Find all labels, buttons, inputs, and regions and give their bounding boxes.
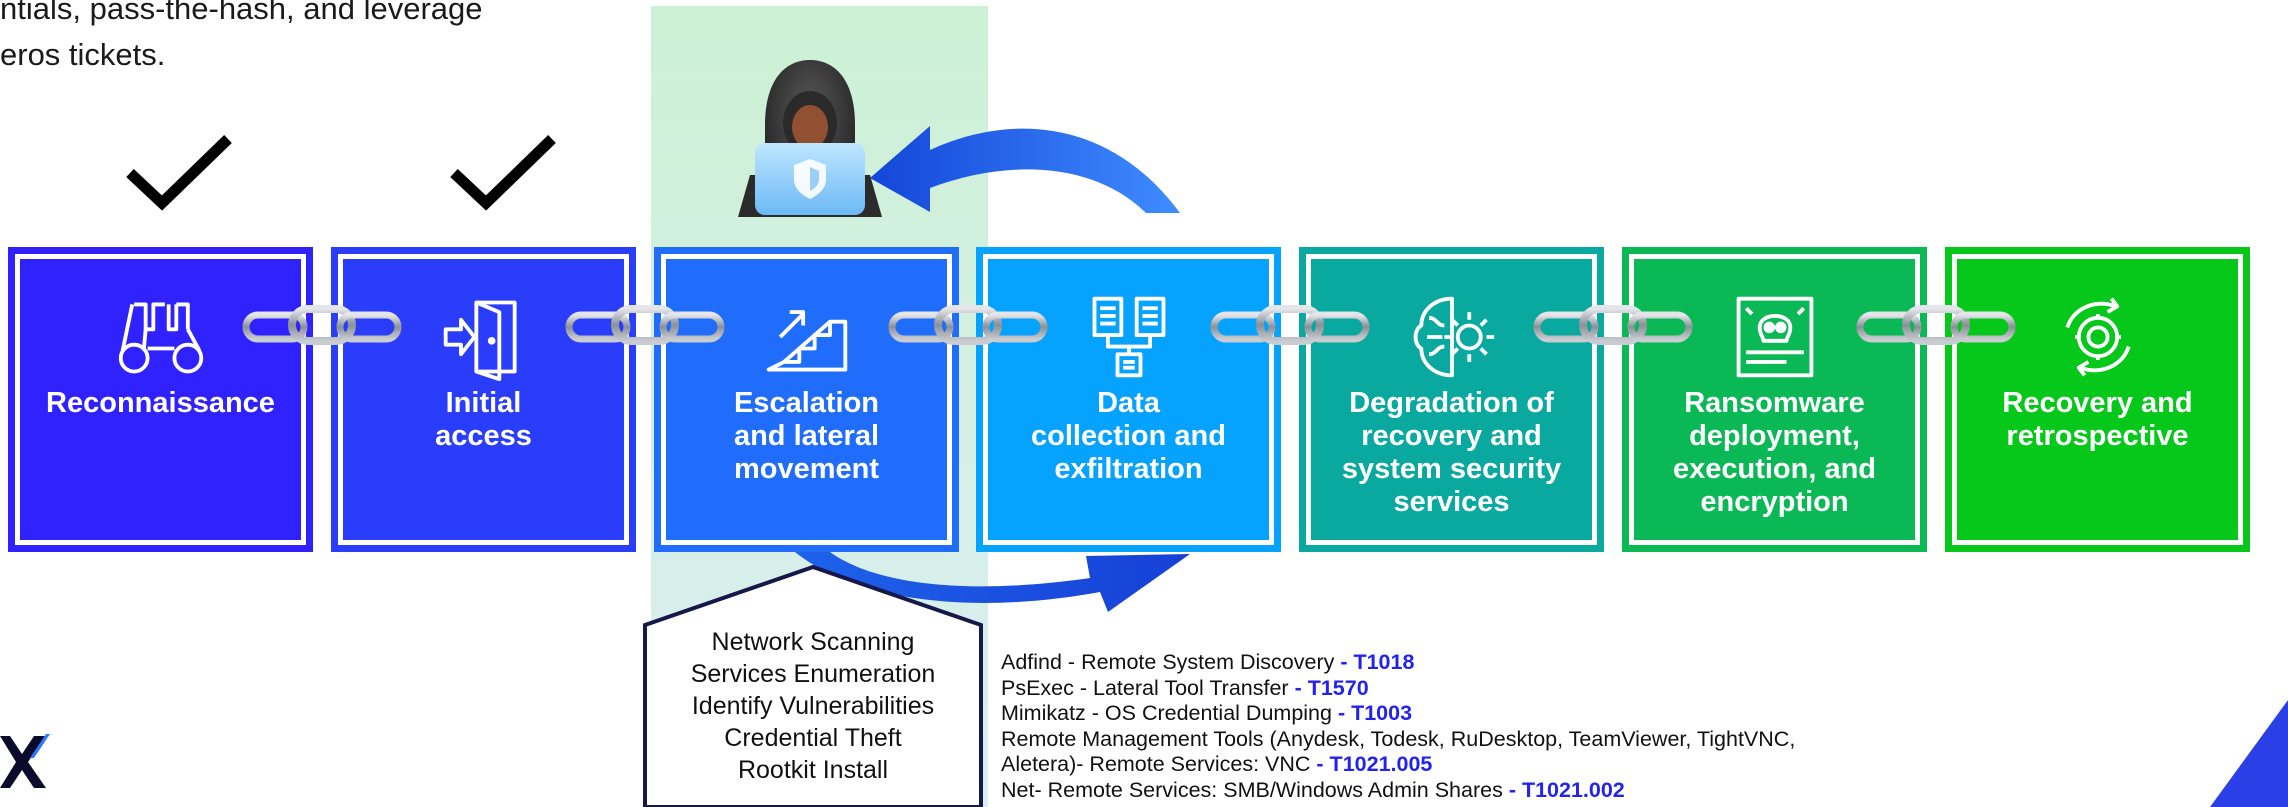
stage-label: Reconnaissance (46, 387, 275, 419)
stage-label: Initial access (435, 387, 532, 452)
intro-text: ntials, pass-the-hash, and leverage eros… (0, 0, 483, 72)
hacker-with-laptop-icon (738, 60, 882, 217)
stage-border: Escalation and lateral movement (661, 254, 952, 545)
tool-row: Adfind - Remote System Discovery - T1018 (1001, 650, 2001, 676)
skull-screen-icon (1736, 296, 1813, 378)
curved-arrow-bottom-icon (795, 552, 1190, 612)
tool-row: Aletera)- Remote Services: VNC - T1021.0… (1001, 752, 2001, 778)
activity-item: Services Enumeration (690, 660, 936, 688)
chain-link-icon (1856, 305, 2016, 345)
corner-decoration (2210, 700, 2288, 807)
stage-box: Ransomware deployment, execution, and en… (1622, 247, 1927, 552)
tool-row: Mimikatz - OS Credential Dumping - T1003 (1001, 701, 2001, 727)
tool-text: PsExec - Lateral Tool Transfer (1001, 675, 1289, 700)
tool-text: Mimikatz - OS Credential Dumping (1001, 701, 1332, 725)
tool-text: Aletera)- Remote Services: VNC (1001, 752, 1311, 776)
technique-code: - T1018 (1334, 650, 1415, 674)
tools-techniques-list: Adfind - Remote System Discovery - T1018… (1001, 650, 2001, 803)
gear-cycle-icon (2064, 297, 2131, 377)
stage-border: Data collection and exfiltration (983, 254, 1274, 545)
stage-label: Degradation of recovery and system secur… (1341, 387, 1562, 518)
curved-arrow-top-icon (870, 126, 1180, 213)
check-icon (450, 135, 556, 211)
stage-label: Ransomware deployment, execution, and en… (1672, 387, 1877, 518)
stairs-up-icon (766, 310, 847, 372)
technique-code: - T1570 (1288, 675, 1369, 700)
chain-link-icon (888, 305, 1047, 345)
stage-label: Recovery and retrospective (2002, 387, 2193, 452)
stage-label: Data collection and exfiltration (1031, 387, 1226, 485)
stage-box: Degradation of recovery and system secur… (1299, 247, 1604, 552)
stage-border: Ransomware deployment, execution, and en… (1629, 254, 1920, 545)
activity-item: Rootkit Install (737, 756, 889, 784)
tool-row: Net- Remote Services: SMB/Windows Admin … (1001, 778, 2001, 804)
logo-fragment-icon (0, 734, 50, 788)
activities-list: Network Scanning Services Enumeration Id… (643, 626, 983, 786)
chain-link-icon (1210, 305, 1370, 345)
stage-border: Recovery and retrospective (1952, 254, 2243, 545)
stage-border: Degradation of recovery and system secur… (1306, 254, 1597, 545)
tool-text: Remote Management Tools (Anydesk, Todesk… (1001, 726, 1796, 751)
stage-box: Recovery and retrospective (1945, 247, 2250, 552)
tool-row: Remote Management Tools (Anydesk, Todesk… (1001, 727, 2001, 753)
documents-transfer-icon (1092, 296, 1165, 378)
check-icon (126, 135, 232, 211)
tool-row: PsExec - Lateral Tool Transfer - T1570 (1001, 676, 2001, 702)
technique-code: - T1003 (1331, 701, 1413, 725)
binoculars-icon (118, 302, 203, 374)
door-enter-icon (443, 300, 517, 382)
stage-border: Initial access (338, 254, 629, 545)
activity-item: Identify Vulnerabilities (691, 692, 935, 720)
brain-gear-icon (1413, 296, 1494, 378)
stage-box: Data collection and exfiltration (976, 247, 1281, 552)
stage-label: Escalation and lateral movement (733, 387, 880, 485)
stage-box: Initial access (331, 247, 636, 552)
tool-text: Net- Remote Services: SMB/Windows Admin … (1001, 777, 1503, 802)
stage-box: Escalation and lateral movement (654, 247, 959, 552)
stage-border: Reconnaissance (15, 254, 306, 545)
chain-link-icon (565, 305, 725, 345)
activity-item: Network Scanning (711, 628, 915, 656)
technique-code: - T1021.005 (1310, 752, 1433, 776)
stage-box: Reconnaissance (8, 247, 313, 552)
chain-link-icon (1533, 305, 1693, 345)
chain-link-icon (242, 305, 402, 345)
technique-code: - T1021.002 (1502, 777, 1625, 802)
tool-text: Adfind - Remote System Discovery (1001, 650, 1335, 674)
activity-item: Credential Theft (724, 724, 902, 752)
activities-callout (643, 565, 983, 807)
